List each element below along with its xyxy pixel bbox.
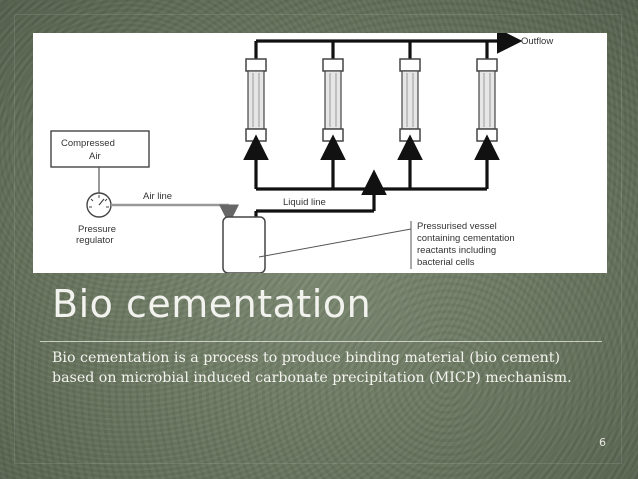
liquid-line-label: Liquid line — [283, 197, 326, 208]
air-line-label: Air line — [143, 191, 172, 202]
compressed-air-box — [50, 130, 150, 168]
diagram-svg: Outflow — [50, 33, 553, 273]
page-number: 6 — [599, 436, 606, 449]
title-divider — [40, 341, 602, 342]
pressure-regulator-label-1: Pressure — [78, 224, 116, 235]
outflow-manifold — [254, 33, 523, 59]
pressurised-vessel — [222, 216, 266, 273]
inflow-manifold — [243, 134, 500, 219]
vessel-label-3: reactants including — [417, 245, 496, 256]
compressed-air-label-2: Air — [89, 151, 101, 162]
column-2 — [322, 58, 344, 142]
vessel-label-2: containing cementation — [417, 233, 515, 244]
slide-body-text: Bio cementation is a process to produce … — [52, 350, 572, 386]
vessel-label-1: Pressurised vessel — [417, 221, 497, 232]
bio-cementation-apparatus-diagram: Outflow — [33, 33, 607, 273]
slide-frame — [14, 14, 622, 464]
slide-title: Bio cementation — [52, 282, 372, 326]
pressure-regulator-icon — [86, 192, 112, 218]
outflow-label: Outflow — [521, 36, 553, 47]
pressure-regulator-label-2: regulator — [76, 235, 114, 246]
vessel-label-4: bacterial cells — [417, 257, 475, 268]
column-3 — [399, 58, 421, 142]
column-1 — [245, 58, 267, 142]
column-4 — [476, 58, 498, 142]
compressed-air-label-1: Compressed — [61, 138, 115, 149]
